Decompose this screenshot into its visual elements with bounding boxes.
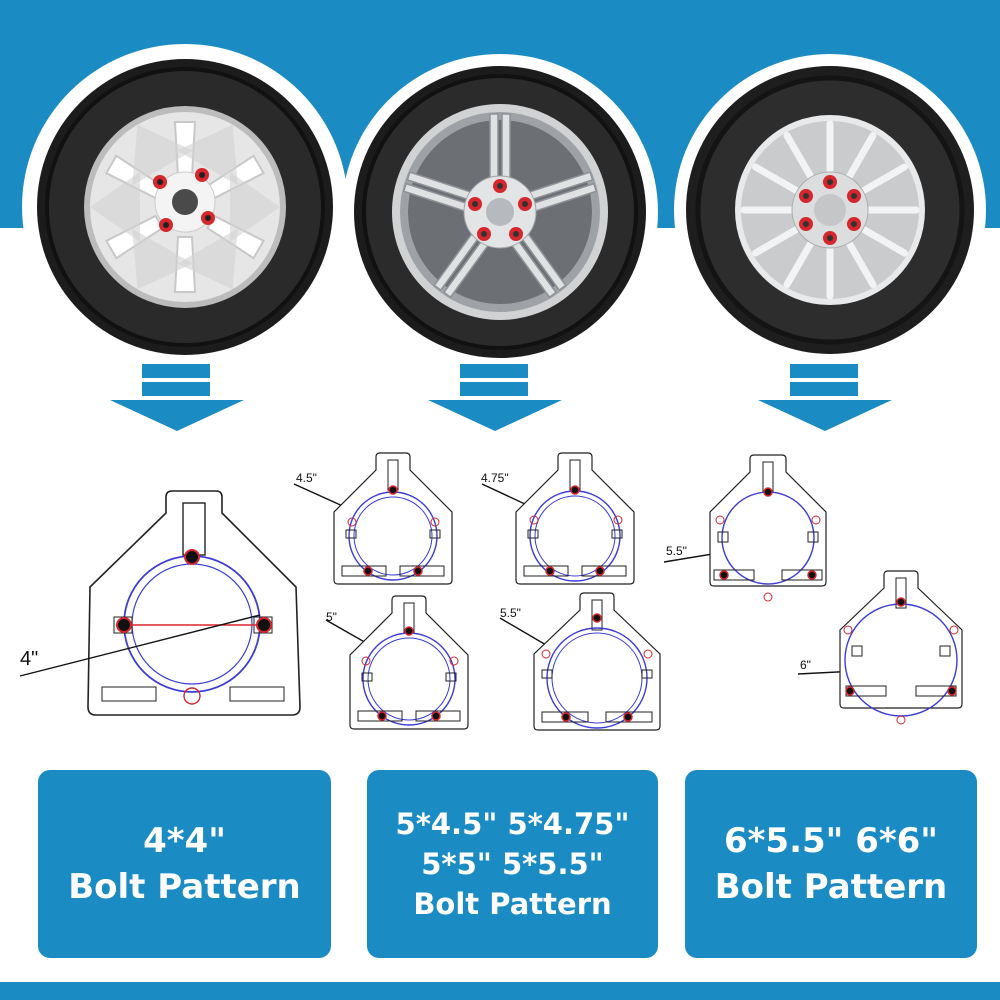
arrows-layer	[110, 364, 892, 431]
card-line: 5*4.5" 5*4.75"	[395, 807, 630, 841]
dimension-label-5.5-five-lug: 5.5"	[500, 606, 521, 620]
card-line: 4*4"	[143, 821, 226, 861]
dimension-label-5: 5"	[326, 610, 337, 624]
template-6x5.5	[706, 452, 830, 602]
template-5x4.75	[512, 450, 638, 588]
template-5x5.5	[530, 590, 664, 734]
multi-spoke-wheel-icon	[672, 52, 988, 368]
down-arrow-icon	[758, 364, 892, 431]
template-6x6	[836, 568, 966, 728]
dimension-label-5.5-six-lug: 5.5"	[666, 544, 687, 558]
dimension-label-4: 4"	[20, 648, 39, 670]
template-5x5	[346, 593, 472, 733]
bottom-blue-band	[0, 982, 1000, 1000]
card-line: 6*5.5" 6*6"	[723, 821, 939, 861]
bolt-pattern-card-6-lug: 6*5.5" 6*6" Bolt Pattern	[685, 770, 977, 958]
down-arrow-icon	[428, 364, 562, 431]
card-line: Bolt Pattern	[413, 887, 612, 921]
dimension-label-4.5: 4.5"	[296, 471, 317, 485]
bolt-pattern-card-4x4: 4*4" Bolt Pattern	[38, 770, 331, 958]
card-line: 5*5" 5*5.5"	[421, 847, 604, 881]
card-line: Bolt Pattern	[714, 867, 948, 907]
template-5x4.5	[330, 450, 456, 588]
ten-spoke-wheel-icon	[340, 52, 660, 372]
bolt-pattern-card-5-lug: 5*4.5" 5*4.75" 5*5" 5*5.5" Bolt Pattern	[367, 770, 658, 958]
six-spoke-wheel-icon	[20, 42, 350, 372]
template-4x4	[84, 487, 304, 719]
dimension-label-4.75: 4.75"	[481, 471, 509, 485]
dimension-label-6: 6"	[800, 658, 811, 672]
down-arrow-icon	[110, 364, 244, 431]
card-line: Bolt Pattern	[68, 867, 301, 907]
